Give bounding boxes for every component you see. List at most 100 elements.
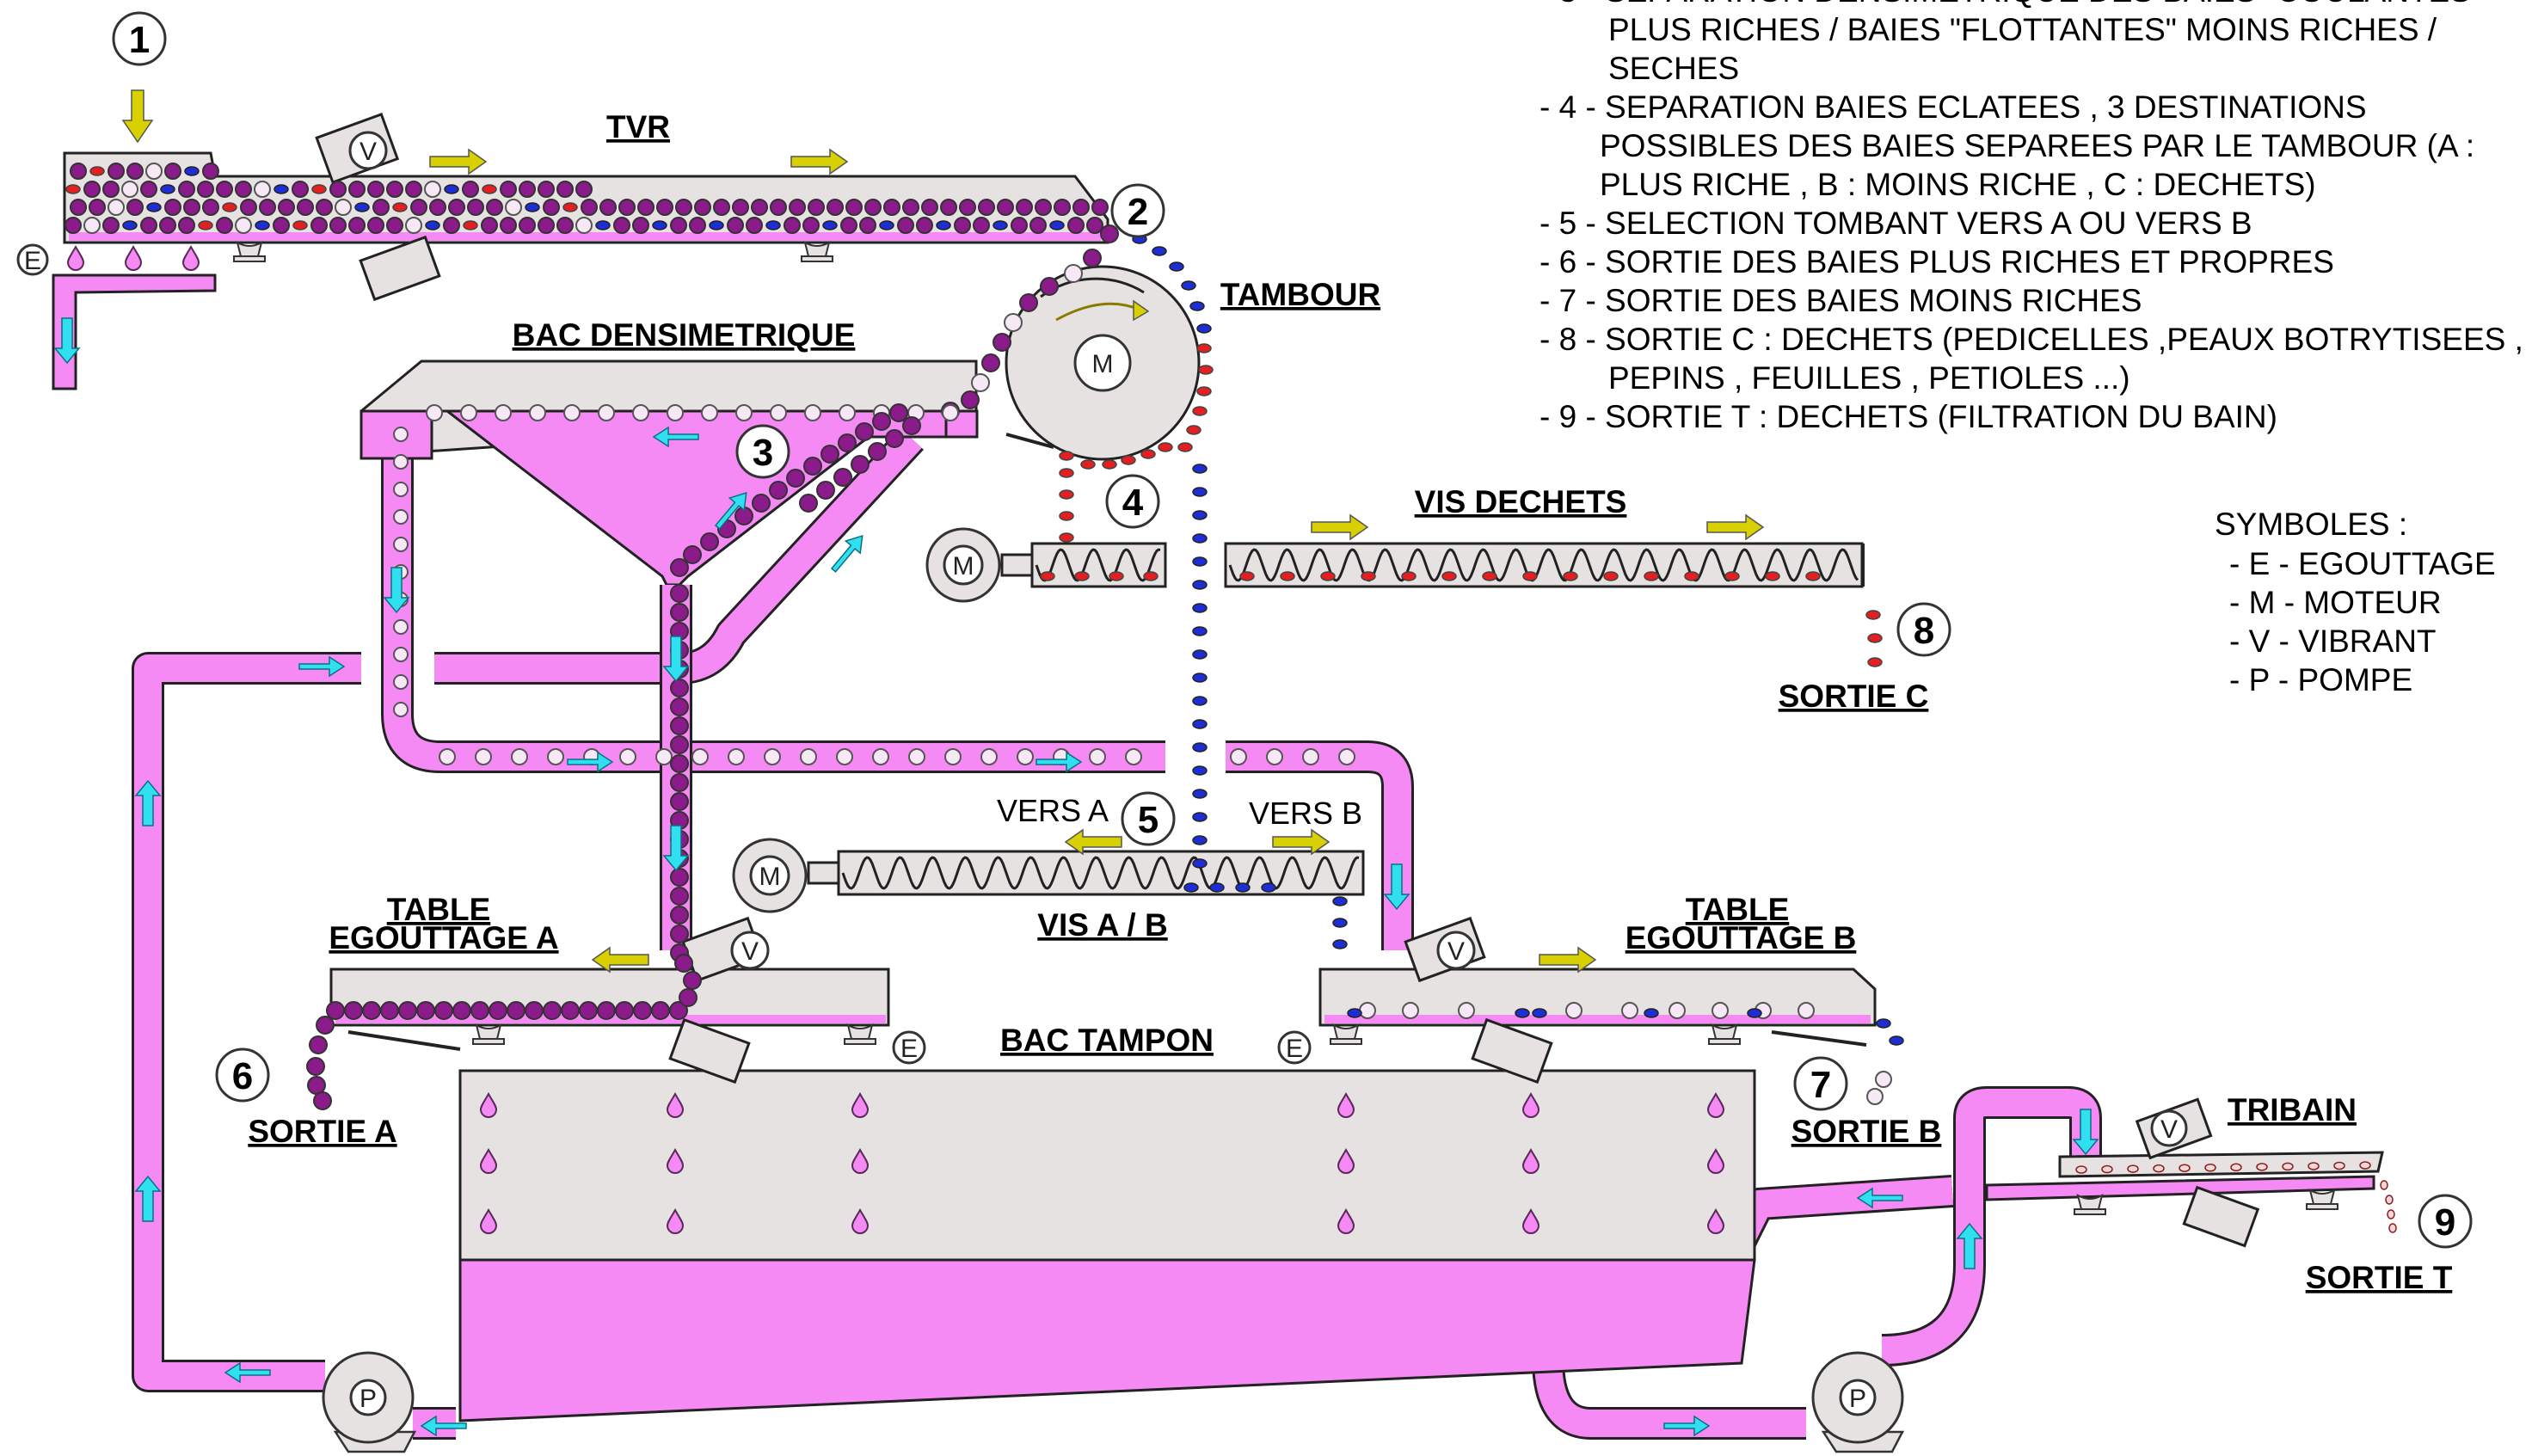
berry [1059, 489, 1074, 500]
berry [1192, 406, 1208, 416]
berry [393, 674, 409, 690]
berry [2204, 1164, 2216, 1172]
berry [868, 442, 887, 461]
berry [993, 220, 1008, 230]
label-tvr: TVR [606, 109, 670, 144]
berry [1189, 301, 1205, 311]
berry [1401, 571, 1417, 581]
equipment-labels: TVR TAMBOUR BAC DENSIMETRIQUE VIS DECHET… [248, 109, 2452, 1295]
berry [462, 181, 479, 198]
berry [1054, 199, 1071, 216]
berry [439, 748, 456, 765]
berry [273, 184, 289, 194]
berry [670, 773, 689, 792]
berry [198, 220, 213, 230]
berry [1402, 1002, 1419, 1019]
berry [486, 199, 503, 216]
berry [519, 217, 536, 234]
berry [1532, 1008, 1547, 1018]
legend-line: SECHES [1608, 51, 1739, 86]
berry [178, 217, 195, 234]
berry [434, 1001, 453, 1020]
berry [770, 199, 787, 216]
berry [386, 181, 403, 198]
berry [838, 433, 857, 452]
berry [845, 199, 863, 216]
berry [2388, 1223, 2397, 1233]
berry [140, 181, 157, 198]
berry [1192, 603, 1208, 613]
step-number: 8 [1914, 610, 1934, 652]
pompe-symbol: P [360, 1385, 377, 1413]
berry [902, 416, 921, 435]
berry [1086, 217, 1103, 234]
berry [2127, 1164, 2139, 1173]
berry [735, 404, 753, 421]
vis-ab [732, 838, 1365, 913]
berry [764, 748, 781, 765]
berry [1140, 449, 1156, 459]
berry [784, 217, 801, 234]
berry [2153, 1164, 2165, 1173]
berry [1074, 571, 1090, 581]
berry [1441, 571, 1457, 581]
berry [507, 1001, 525, 1020]
berry [1040, 277, 1059, 296]
berry [1192, 510, 1208, 520]
berry [820, 445, 839, 464]
berry [556, 181, 574, 198]
berry [689, 217, 706, 234]
moteur-symbol: M [1092, 350, 1114, 378]
berry [800, 748, 817, 765]
berry [683, 971, 702, 990]
vibrant-symbol: V [1447, 937, 1465, 966]
moteur-symbol: M [759, 863, 781, 891]
berry [1332, 918, 1348, 928]
berry [959, 199, 976, 216]
berry [1603, 571, 1619, 581]
berry [83, 181, 101, 198]
symbols-item: - E - EGOUTTAGE [2229, 546, 2496, 581]
berry [452, 1001, 471, 1020]
berry [216, 217, 233, 234]
berry [1230, 748, 1247, 765]
berry [2359, 1161, 2371, 1170]
berry [670, 868, 689, 887]
berry [1332, 896, 1348, 906]
step-number: 9 [2435, 1201, 2455, 1244]
berry [316, 1016, 335, 1035]
berry [311, 184, 327, 194]
berry [1059, 451, 1074, 461]
berry [329, 181, 347, 198]
berry [475, 748, 492, 765]
symbols-item: - V - VIBRANT [2229, 624, 2437, 659]
liquid-arrow-icon [53, 317, 2099, 1437]
berry [1239, 571, 1255, 581]
berry [405, 181, 422, 198]
berry [164, 199, 181, 216]
berry [579, 1001, 598, 1020]
berry [2387, 1209, 2395, 1219]
legend-line: PLUS RICHES / BAIES "FLOTTANTES" MOINS R… [1608, 12, 2437, 47]
berry [1867, 657, 1883, 667]
tribain-berries [2075, 1161, 2397, 1233]
berry [145, 163, 163, 180]
label-sortie-b: SORTIE B [1791, 1114, 1942, 1149]
berry [273, 217, 290, 234]
berry [595, 220, 611, 230]
legend-line: - 6 - SORTIE DES BAIES PLUS RICHES ET PR… [1539, 244, 2334, 280]
berry [618, 199, 636, 216]
step-4: 4 [1105, 474, 1160, 529]
berry [732, 199, 749, 216]
berry [1192, 487, 1208, 497]
berry [70, 199, 87, 216]
berry [505, 199, 522, 216]
berry [482, 184, 497, 194]
symbols-title: SYMBOLES : [2215, 507, 2407, 542]
berry [670, 925, 689, 943]
berry [2179, 1164, 2191, 1172]
berry [670, 217, 687, 234]
berry [1198, 365, 1214, 375]
moteur-symbol: M [953, 552, 974, 581]
